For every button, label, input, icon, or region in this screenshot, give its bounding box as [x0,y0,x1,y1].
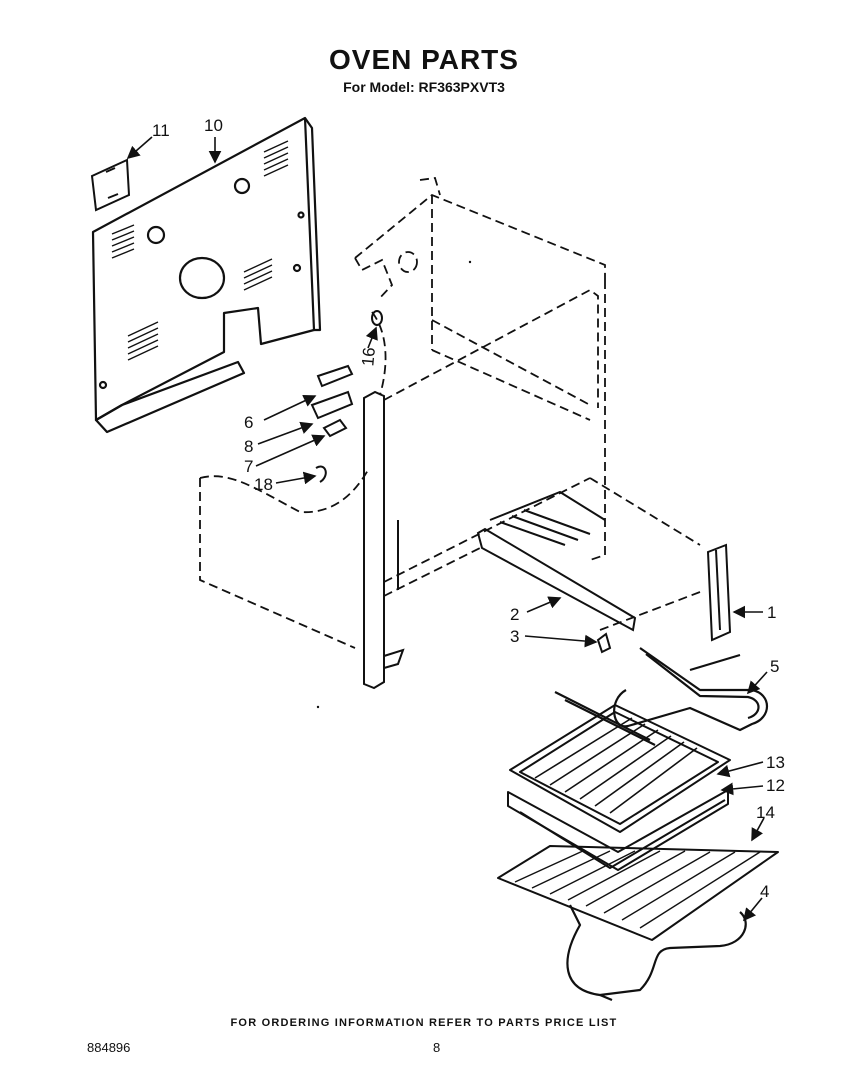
side-panel [363,390,405,690]
callout-10: 10 [204,116,223,135]
small-hardware [310,310,612,654]
callout-16: 16 [358,347,379,368]
ordering-note: FOR ORDERING INFORMATION REFER TO PARTS … [230,1017,618,1029]
part-14-oven-rack [497,845,779,941]
part-4-broil-element [566,904,747,1002]
part-11-plate [90,158,131,212]
callout-11: 11 [152,121,170,140]
document-number: 884896 [87,1040,131,1055]
page-number: 8 [433,1040,441,1055]
oven-back-panel [91,116,322,434]
part-12-broiler-pan [507,789,729,871]
callout-5: 5 [770,657,779,676]
callout-13: 13 [766,753,785,772]
part-2-baffle [476,490,637,632]
callout-12: 12 [766,776,785,795]
callout-6: 6 [244,413,253,432]
part-13-broiler-grid [509,704,731,833]
callout-2: 2 [510,605,519,624]
leader-lines [126,136,768,922]
part-1-bracket [706,543,732,642]
page-title: OVEN PARTS [329,44,519,75]
callout-14: 14 [756,803,775,822]
callout-4: 4 [760,882,769,901]
callout-18: 18 [254,475,273,494]
callout-3: 3 [510,627,519,646]
callout-8: 8 [244,437,253,456]
callout-7: 7 [244,457,253,476]
model-subtitle: For Model: RF363PXVT3 [343,79,505,95]
oven-cavity-outline [199,177,701,649]
callout-1: 1 [767,603,776,622]
